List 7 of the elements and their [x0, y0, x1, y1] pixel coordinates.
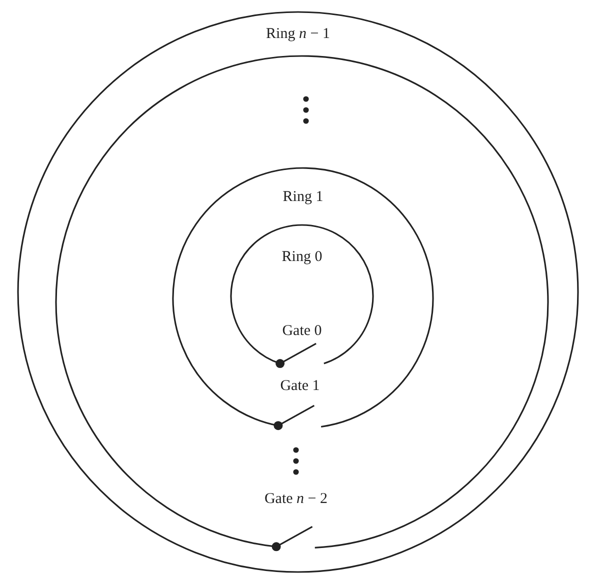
ring-circle [18, 12, 578, 572]
ring-label: Ring 0 [282, 250, 322, 265]
gate-label: Gate 0 [282, 324, 322, 339]
gate-label: Gate n − 2 [264, 492, 328, 507]
ring-label: Ring 1 [282, 190, 324, 205]
ring-label: Ring n − 1 [266, 27, 330, 42]
gate-label: Gate 1 [280, 379, 320, 394]
